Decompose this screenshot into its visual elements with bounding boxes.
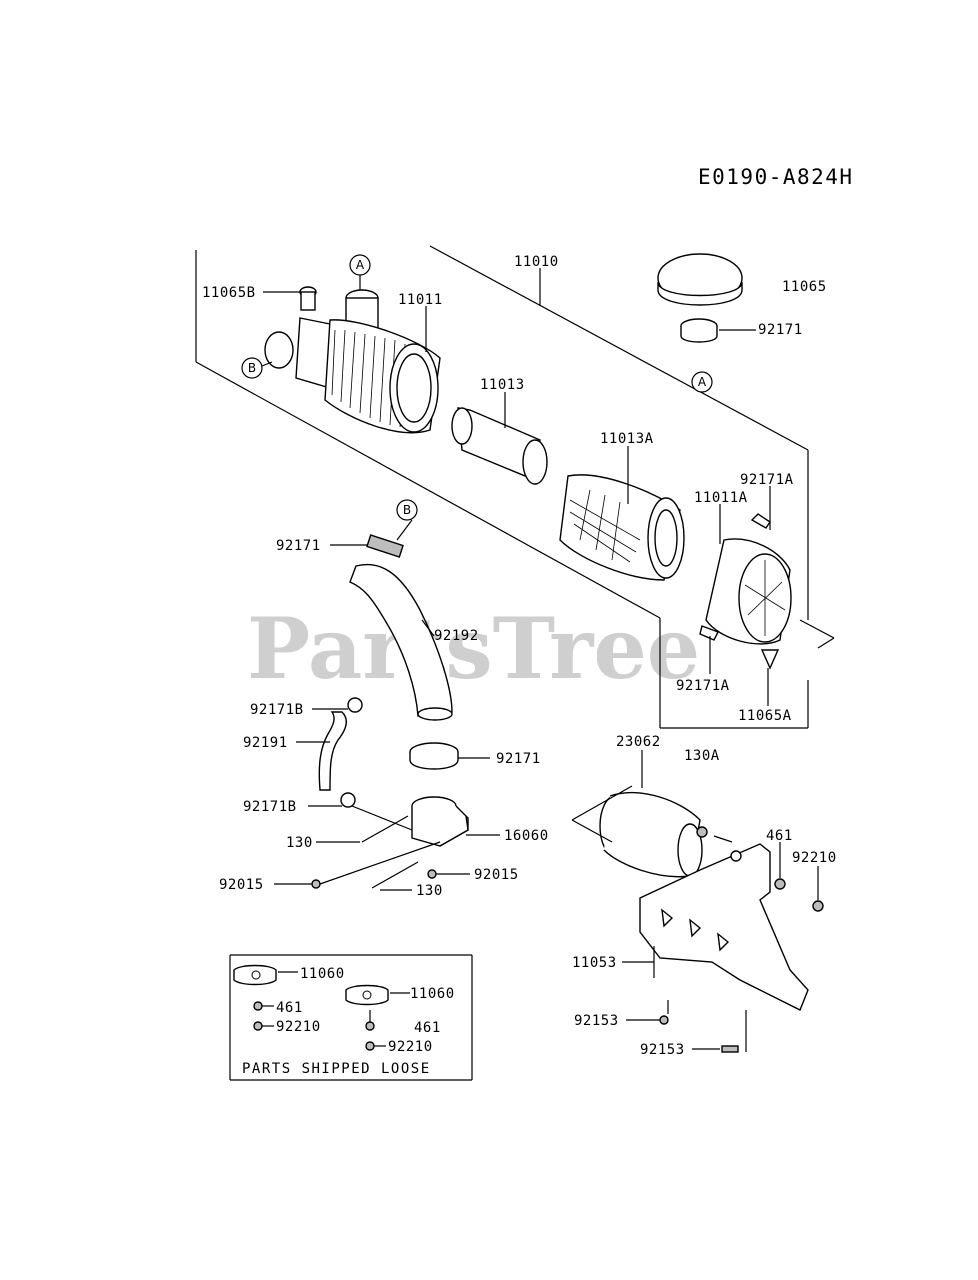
nut-461-box-b — [365, 1021, 375, 1031]
svg-text:A: A — [698, 375, 707, 389]
label-11053: 11053 — [572, 955, 617, 971]
bolt-130A[interactable] — [696, 826, 708, 838]
label-92210-box-a: 92210 — [276, 1019, 321, 1035]
washer-92210-box-a — [253, 1021, 263, 1031]
label-461-box-a: 461 — [276, 1000, 303, 1016]
washer-92210-box-b — [365, 1041, 375, 1051]
label-92210-box-b: 92210 — [388, 1039, 433, 1055]
label-130-bottom: 130 — [416, 883, 443, 899]
label-11010: 11010 — [514, 254, 559, 270]
air-cleaner-body-part[interactable] — [264, 286, 441, 434]
guard-23062-part[interactable] — [599, 792, 703, 878]
washer-92210[interactable] — [812, 900, 824, 912]
air-hose-part[interactable] — [349, 563, 453, 721]
bolt-92153-a[interactable] — [659, 1015, 669, 1025]
label-92210-right: 92210 — [792, 850, 837, 866]
inlet-cap-part[interactable] — [657, 253, 743, 306]
label-92171A-bottom: 92171A — [676, 678, 730, 694]
nut-92015-a[interactable] — [311, 879, 321, 889]
label-92153-a: 92153 — [574, 1013, 619, 1029]
label-92015-right: 92015 — [474, 867, 519, 883]
label-11065B: 11065B — [202, 285, 256, 301]
diagram-code: E0190-A824H — [698, 165, 854, 189]
label-11013A: 11013A — [600, 431, 654, 447]
nut-461-box-a — [253, 1001, 263, 1011]
label-130-left: 130 — [286, 835, 313, 851]
small-hose-part[interactable] — [318, 711, 348, 791]
label-11065: 11065 — [782, 279, 827, 295]
bolt-130-b[interactable] — [371, 861, 419, 889]
nut-92015-b[interactable] — [427, 869, 437, 879]
bolt-92153-b[interactable] — [721, 1045, 739, 1053]
top-clamp-part[interactable] — [680, 318, 718, 343]
label-11065A: 11065A — [738, 708, 792, 724]
leader-lines — [263, 268, 819, 1052]
watermark: PartsTree — [247, 599, 700, 698]
label-92191: 92191 — [243, 735, 288, 751]
svg-text:B: B — [403, 503, 411, 517]
label-92171B-top: 92171B — [250, 702, 304, 718]
parts-shipped-loose-note: PARTS SHIPPED LOOSE — [242, 1061, 431, 1077]
label-23062: 23062 — [616, 734, 661, 750]
small-clamp-top-part[interactable] — [347, 697, 363, 713]
svg-text:B: B — [248, 361, 256, 375]
bracket-11053-part[interactable] — [639, 843, 809, 1011]
label-11060-b: 11060 — [410, 986, 455, 1002]
label-92171-top: 92171 — [758, 322, 803, 338]
label-92192: 92192 — [434, 628, 479, 644]
label-92015-left: 92015 — [219, 877, 264, 893]
label-461-right: 461 — [766, 828, 793, 844]
nut-461[interactable] — [774, 878, 786, 890]
assembly-outline-11010 — [195, 245, 835, 729]
label-92153-b: 92153 — [640, 1042, 685, 1058]
ref-mark-a-top: A — [349, 254, 371, 290]
label-11013: 11013 — [480, 377, 525, 393]
label-92171-b: 92171 — [276, 538, 321, 554]
elbow-16060-part[interactable] — [411, 796, 469, 847]
label-92171B-bottom: 92171B — [243, 799, 297, 815]
parts-shipped-loose-box — [229, 954, 473, 1081]
air-cleaner-cover-part[interactable] — [699, 513, 792, 645]
label-92171A-top: 92171A — [740, 472, 794, 488]
label-11060-a: 11060 — [300, 966, 345, 982]
label-92171-clamp: 92171 — [496, 751, 541, 767]
vacuator-valve-part[interactable] — [760, 649, 780, 670]
label-11011: 11011 — [398, 292, 443, 308]
ref-mark-a-right: A — [691, 371, 713, 393]
label-16060: 16060 — [504, 828, 549, 844]
hose-clamp-part[interactable] — [409, 742, 459, 770]
hose-clamp-b-part[interactable] — [366, 534, 404, 558]
outer-filter-element-part[interactable] — [559, 474, 685, 581]
svg-text:A: A — [356, 258, 365, 272]
label-461-box-b: 461 — [414, 1020, 441, 1036]
ref-mark-b-hose: B — [396, 499, 418, 521]
label-11011A: 11011A — [694, 490, 748, 506]
ref-mark-b-left: B — [241, 357, 273, 379]
small-clamp-bottom-part[interactable] — [340, 792, 356, 808]
bolt-130-a[interactable] — [361, 815, 409, 843]
label-130A: 130A — [684, 748, 720, 764]
inner-filter-element-part[interactable] — [451, 407, 548, 485]
